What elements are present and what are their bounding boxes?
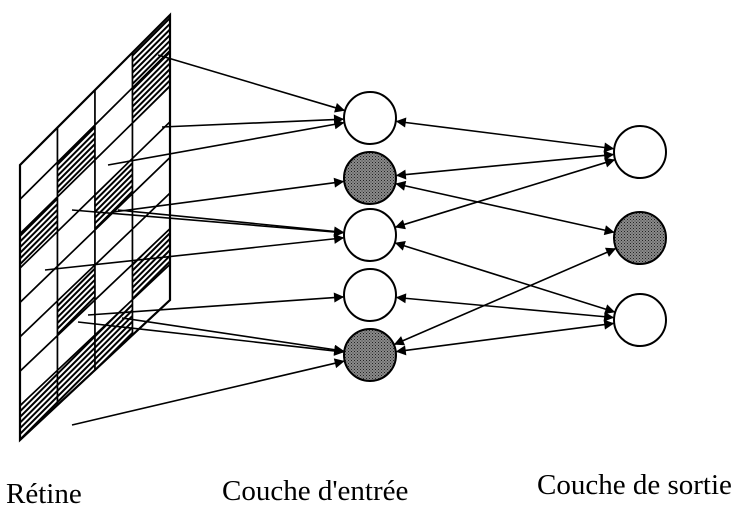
input-output-bidirectional-arrow (393, 247, 617, 346)
input-output-bidirectional-arrow (394, 157, 616, 230)
input-neuron (343, 151, 397, 205)
output-neuron (613, 125, 667, 179)
input-neuron (343, 91, 397, 145)
retina-to-input-arrow (71, 209, 345, 237)
input-output-bidirectional-arrow (395, 319, 615, 356)
retina-to-input-arrow (121, 317, 345, 355)
input-output-bidirectional-arrow (395, 180, 615, 236)
retina-to-input-arrow (157, 54, 346, 113)
connection-arrows (44, 54, 617, 426)
retina-to-input-arrow (44, 233, 345, 271)
retina-to-input-arrow (87, 292, 345, 316)
retina-to-input-arrow (117, 209, 345, 237)
input-output-bidirectional-arrow (395, 150, 615, 180)
retina-grid (18, 12, 172, 443)
output-neuron (613, 211, 667, 265)
output-neuron (613, 293, 667, 347)
retina-border (18, 12, 172, 443)
retina-to-input-arrow (77, 321, 345, 356)
input-neuron (343, 328, 397, 382)
input-neuron (343, 268, 397, 322)
output-layer-label: Couche de sortie (537, 469, 732, 501)
retina-label: Rétine (6, 478, 82, 510)
retina-to-input-arrow (107, 119, 345, 166)
retina-to-input-arrow (161, 114, 345, 128)
input-layer-label: Couche d'entrée (222, 475, 409, 507)
neuron-layers (343, 91, 667, 382)
retina-to-input-arrow (112, 177, 345, 213)
retina-to-input-arrow (71, 358, 345, 426)
input-output-bidirectional-arrow (394, 241, 616, 314)
input-output-bidirectional-arrow (395, 117, 615, 153)
input-neuron (343, 208, 397, 262)
